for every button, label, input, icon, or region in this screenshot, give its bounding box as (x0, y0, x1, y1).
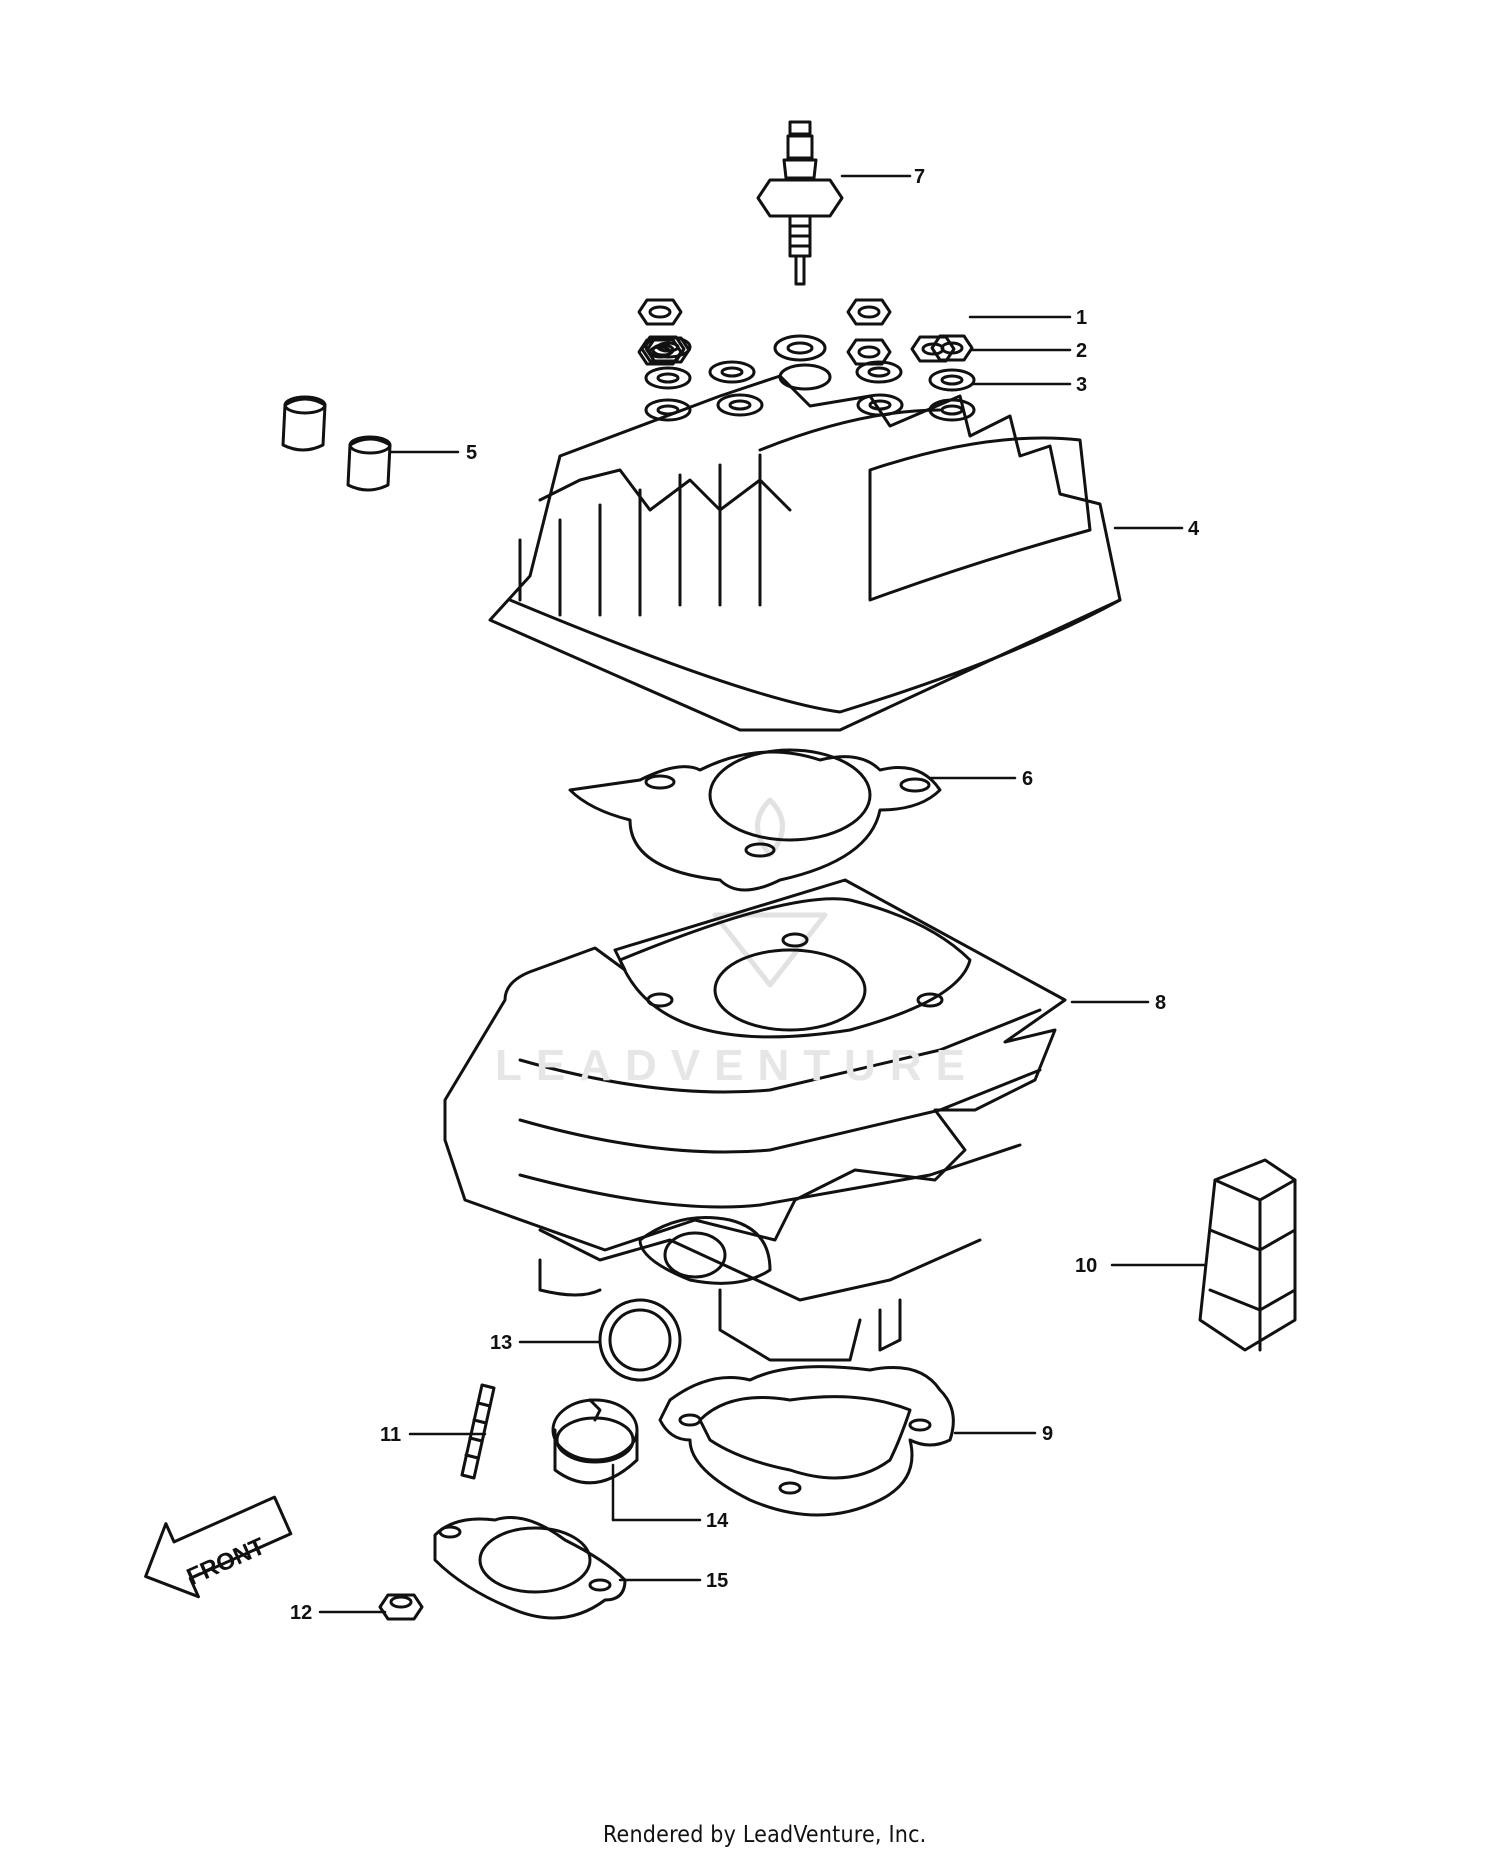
callout-9: 9 (1042, 1423, 1053, 1445)
callout-7: 7 (914, 166, 925, 188)
callout-10: 10 (1075, 1255, 1097, 1277)
front-arrow-label: FRONT (183, 1533, 270, 1591)
callout-5: 5 (466, 442, 477, 464)
callout-12: 12 (290, 1602, 312, 1624)
callout-8: 8 (1155, 992, 1166, 1014)
callout-2: 2 (1076, 340, 1087, 362)
footer-credit: Rendered by LeadVenture, Inc. (603, 1822, 927, 1848)
callout-6: 6 (1022, 768, 1033, 790)
head-gasket (568, 748, 942, 892)
rubber-caps (281, 395, 392, 492)
nuts-and-washers (637, 298, 976, 422)
base-gasket (658, 1365, 955, 1517)
footer: Rendered by LeadVenture, Inc. (0, 1822, 1500, 1867)
flange-gasket (433, 1516, 627, 1620)
o-ring (598, 1298, 682, 1382)
clamp-ring (551, 1398, 639, 1485)
callout-4: 4 (1188, 518, 1200, 540)
callout-3: 3 (1076, 374, 1087, 396)
nut (637, 298, 683, 326)
nut-small (378, 1593, 424, 1621)
callout-11: 11 (380, 1424, 401, 1446)
stud-bolt (460, 1383, 496, 1480)
front-arrow-icon (144, 1495, 293, 1599)
callout-14: 14 (706, 1510, 729, 1532)
rubber-damper-block (1198, 1158, 1297, 1352)
callout-15: 15 (706, 1570, 728, 1592)
spark-plug (756, 120, 844, 286)
cylinder-head (488, 374, 1122, 732)
cylinder (443, 878, 1067, 1362)
watermark-text: LEADVENTURE (495, 1041, 979, 1090)
callout-1: 1 (1076, 307, 1087, 329)
callout-13: 13 (490, 1332, 512, 1354)
